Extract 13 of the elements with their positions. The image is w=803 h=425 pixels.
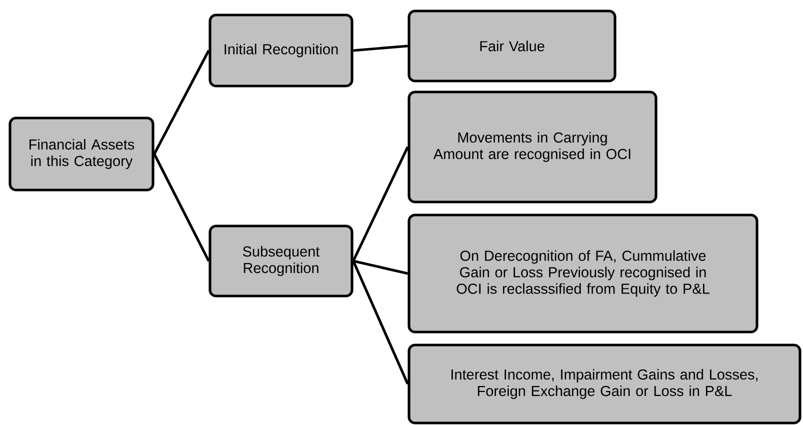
connector-line <box>153 153 210 262</box>
process-box: On Derecognition of FA, Cummulative Gain or Loss Previously recognised in OCI is reclasssified from Equity to P&L <box>408 214 758 334</box>
connector-line <box>352 260 409 385</box>
process-box: Initial Recognition <box>208 14 354 88</box>
process-box: Fair Value <box>408 10 616 82</box>
connector-line <box>153 50 210 155</box>
process-box: Subsequent Recognition <box>208 224 354 298</box>
connector-line <box>353 44 408 52</box>
connector-line <box>353 260 408 275</box>
process-box: Interest Income, Impairment Gains and Losses, Foreign Exchange Gain or Loss in P&L <box>408 344 802 424</box>
process-box: Movements in Carrying Amount are recognised in OCI <box>408 90 658 204</box>
connector-line <box>352 146 409 262</box>
process-box: Financial Assets in this Category <box>8 116 154 192</box>
